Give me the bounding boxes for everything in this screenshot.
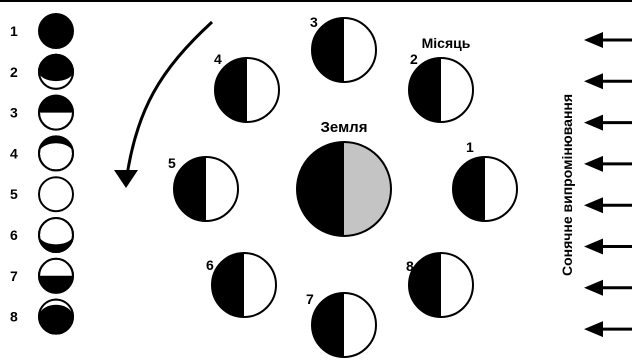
phase-new-moon: 1 xyxy=(10,13,74,49)
sunlight-label: Сонячне випромінювання xyxy=(559,94,575,276)
orbit-moon-number: 2 xyxy=(410,51,418,67)
orbit-direction-arrowhead xyxy=(114,170,138,188)
phase-first-quarter: 3 xyxy=(10,94,74,131)
earth-lit-half xyxy=(344,142,391,236)
orbit-moon-8: 8 xyxy=(406,252,474,318)
phase-list: 1 2 3 4 5 6 7 8 xyxy=(10,13,74,335)
phase-number: 1 xyxy=(10,23,18,39)
phase-waxing-gibbous: 4 xyxy=(10,135,74,172)
moon-label: Місяць xyxy=(422,35,471,51)
orbit-moon-number: 7 xyxy=(306,291,314,307)
earth xyxy=(296,141,392,237)
phase-number: 2 xyxy=(10,64,18,80)
phase-last-quarter: 7 xyxy=(10,257,74,294)
phase-number: 4 xyxy=(10,145,18,161)
sunlight-arrow xyxy=(584,321,632,338)
orbit-moon-5: 5 xyxy=(168,155,239,222)
earth-dark-half xyxy=(297,142,344,236)
orbit-moon-2: 2 xyxy=(408,51,474,123)
phase-full-moon: 5 xyxy=(10,176,74,213)
phase-number: 7 xyxy=(10,268,18,284)
orbit-moon-number: 8 xyxy=(406,258,414,274)
phase-number: 8 xyxy=(10,309,18,325)
orbit-moon-1: 1 xyxy=(452,139,518,222)
orbit-moon-number: 5 xyxy=(168,155,176,171)
sunlight-arrow xyxy=(584,114,632,131)
orbit-moon-number: 6 xyxy=(206,257,214,273)
sunlight-arrows xyxy=(584,32,632,338)
phase-waning-gibbous: 6 xyxy=(10,217,74,253)
phase-waxing-crescent: 2 xyxy=(10,53,74,90)
orbit-direction-arrow xyxy=(124,20,214,183)
sunlight-arrow xyxy=(584,155,632,172)
orbit-moon-number: 3 xyxy=(310,14,318,30)
sunlight-arrow xyxy=(584,32,632,48)
phase-number: 5 xyxy=(10,186,18,202)
phase-number: 3 xyxy=(10,105,18,121)
orbit-moon-4: 4 xyxy=(214,51,280,123)
orbit-moon-number: 1 xyxy=(466,139,474,155)
orbit-moon-number: 4 xyxy=(214,51,222,67)
sunlight-arrow xyxy=(584,197,632,214)
orbit-moon-6: 6 xyxy=(206,252,277,318)
phase-number: 6 xyxy=(10,227,18,243)
earth-outline xyxy=(296,141,392,237)
orbit-moon-3: 3 xyxy=(310,14,377,83)
sunlight-arrow xyxy=(584,238,632,255)
sunlight-arrow xyxy=(584,73,632,90)
earth-label: Земля xyxy=(321,119,368,136)
sunlight-arrow xyxy=(584,279,632,296)
orbit-moon-7: 7 xyxy=(306,291,377,358)
orbit-moons: 1 2 3 4 5 6 7 8 xyxy=(168,14,518,358)
phase-waning-crescent: 8 xyxy=(10,298,74,335)
